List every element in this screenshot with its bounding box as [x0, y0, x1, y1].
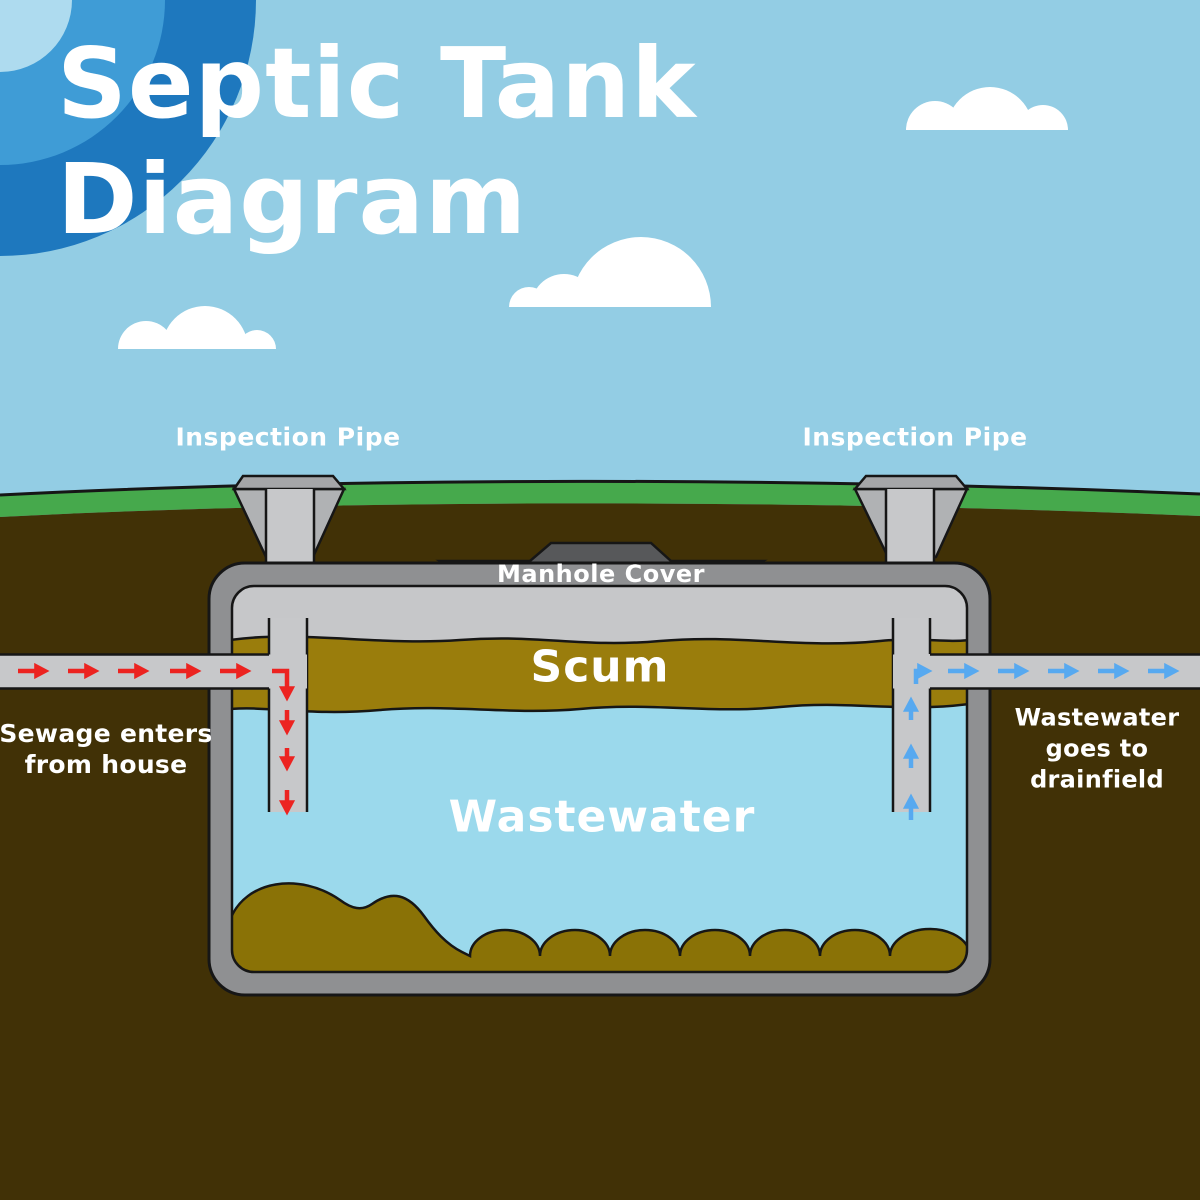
label-manhole-cover: Manhole Cover: [497, 560, 705, 588]
tank-inner-outline: [230, 584, 969, 974]
caption-drainfield-line-2: goes to: [1045, 734, 1149, 763]
outflow-arrows: [902, 662, 1180, 820]
page-title: Septic Tank Diagram: [57, 26, 697, 258]
label-wastewater: Wastewater: [448, 791, 756, 843]
cloud-left: [118, 306, 276, 349]
label-inspection-pipe-right: Inspection Pipe: [802, 422, 1028, 452]
cloud-top-right: [906, 87, 1068, 130]
septic-tank: [207, 561, 992, 997]
title-line-2: Diagram: [57, 143, 528, 256]
caption-sewage-enters: Sewage enters from house: [0, 718, 213, 780]
sludge-layer: [232, 882, 967, 972]
outlet-baffle-pipe: [891, 618, 932, 812]
ground-surface-line: [0, 479, 1200, 497]
title-line-1: Septic Tank: [57, 27, 697, 140]
scum-layer: [232, 635, 967, 714]
caption-drainfield-line-3: drainfield: [1030, 765, 1164, 794]
label-scum: Scum: [530, 641, 670, 693]
caption-sewage-line-2: from house: [24, 750, 188, 779]
caption-wastewater-drainfield: Wastewater goes to drainfield: [1015, 703, 1180, 796]
corner-arcs-decoration: [0, 0, 256, 256]
caption-drainfield-line-1: Wastewater: [1014, 703, 1180, 732]
caption-sewage-line-1: Sewage enters: [0, 719, 213, 748]
inlet-pipe: [0, 653, 307, 690]
label-inspection-pipe-left: Inspection Pipe: [175, 422, 401, 452]
inflow-arrows: [18, 662, 296, 816]
cloud-middle: [509, 237, 711, 307]
